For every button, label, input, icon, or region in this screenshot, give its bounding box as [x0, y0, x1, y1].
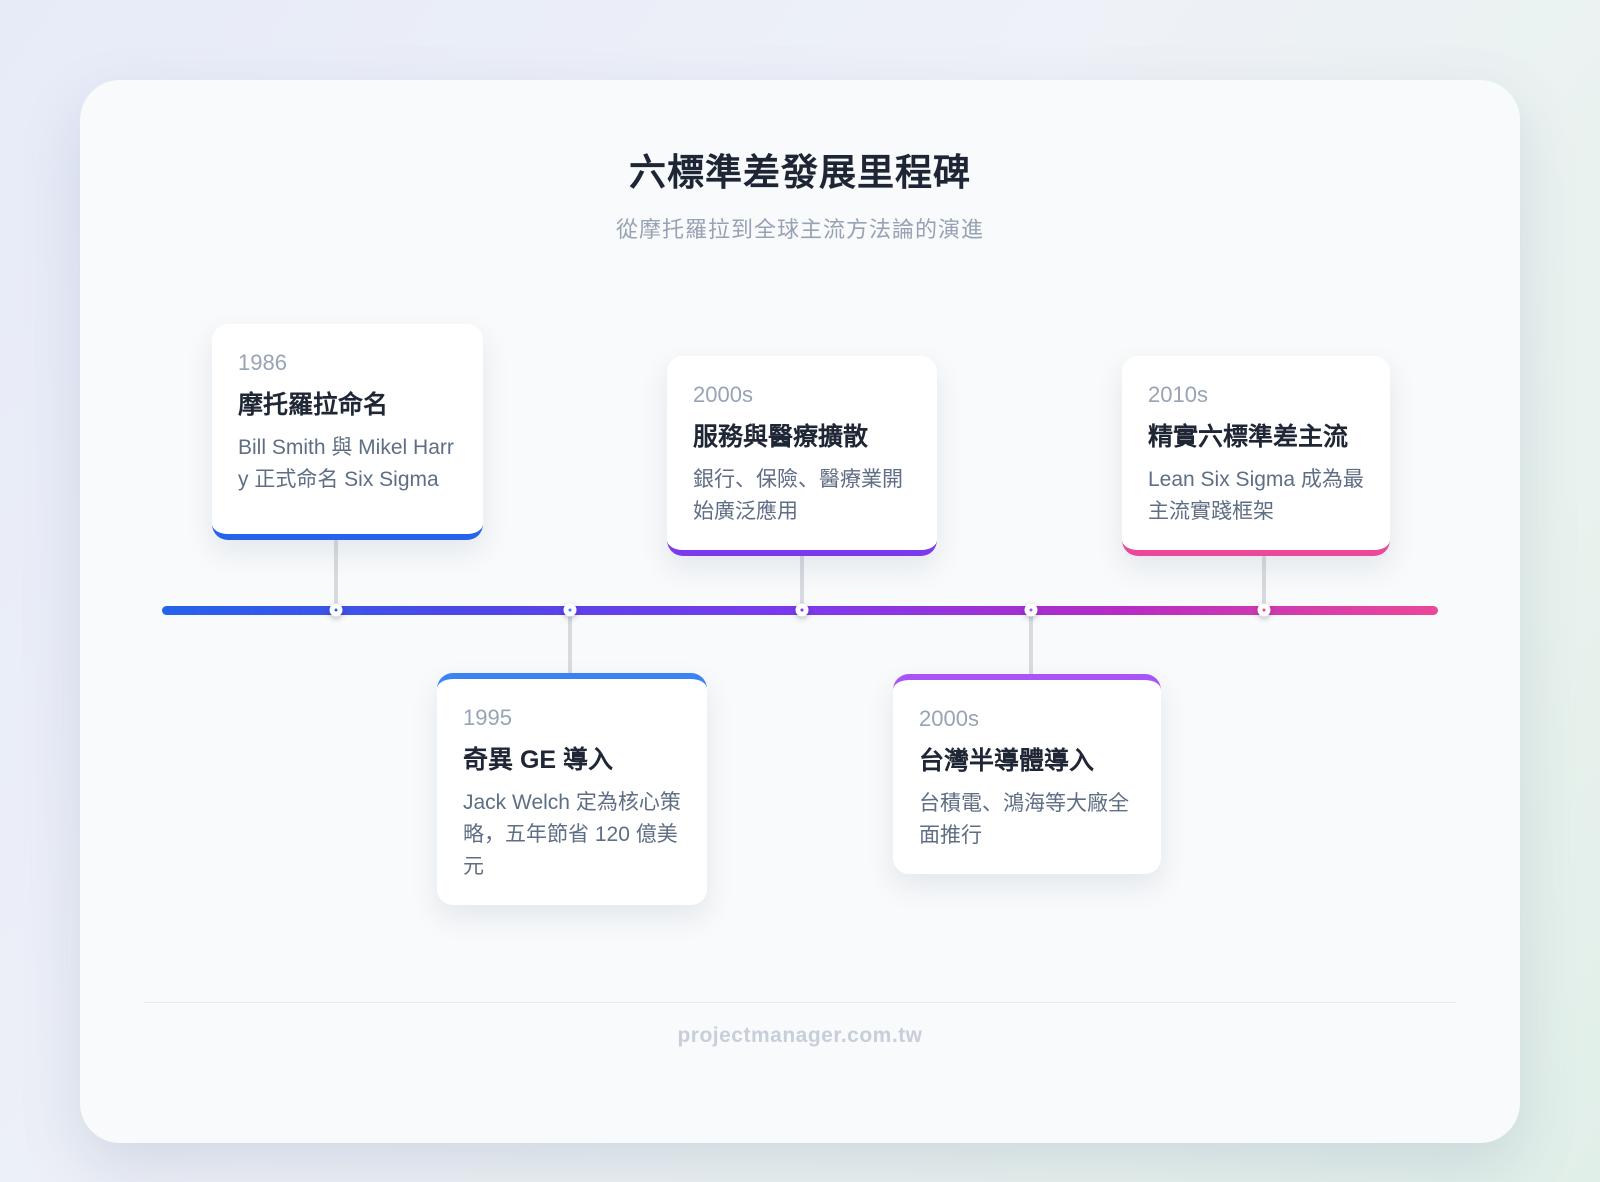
- footer-watermark: projectmanager.com.tw: [677, 1024, 923, 1047]
- timeline-connector: [1029, 610, 1033, 676]
- timeline-dot: [329, 603, 343, 617]
- event-year: 1995: [463, 705, 512, 730]
- page-subtitle: 從摩托羅拉到全球主流方法論的演進: [615, 217, 984, 242]
- event-title: 服務與醫療擴散: [693, 423, 869, 451]
- event-description: Bill Smith 與 Mikel Harry 正式命名 Six Sigma: [238, 436, 454, 491]
- event-title: 奇異 GE 導入: [463, 746, 614, 774]
- timeline-dot: [563, 603, 577, 617]
- infographic-panel: 六標準差發展里程碑 從摩托羅拉到全球主流方法論的演進 1986 摩托羅拉命名 B…: [80, 80, 1520, 1143]
- timeline-connector: [800, 539, 804, 610]
- event-year: 2000s: [919, 706, 979, 731]
- event-year: 2010s: [1148, 382, 1208, 407]
- event-card-2000s-taiwan: 2000s 台灣半導體導入 台積電、鴻海等大廠全面推行: [893, 674, 1161, 874]
- event-card-1986: 1986 摩托羅拉命名 Bill Smith 與 Mikel Harry 正式命…: [212, 324, 483, 540]
- timeline-dot: [1257, 603, 1271, 617]
- event-title: 台灣半導體導入: [919, 747, 1095, 775]
- event-card-1995: 1995 奇異 GE 導入 Jack Welch 定為核心策略，五年節省 120…: [437, 673, 707, 905]
- timeline-connector: [568, 610, 572, 676]
- event-year: 2000s: [693, 382, 753, 407]
- page-title: 六標準差發展里程碑: [629, 152, 971, 193]
- timeline: 1986 摩托羅拉命名 Bill Smith 與 Mikel Harry 正式命…: [80, 80, 1520, 1143]
- header: 六標準差發展里程碑 從摩托羅拉到全球主流方法論的演進: [80, 80, 1520, 244]
- event-card-2010s: 2010s 精實六標準差主流 Lean Six Sigma 成為最主流實踐框架: [1122, 356, 1390, 556]
- event-title: 精實六標準差主流: [1148, 423, 1349, 451]
- event-description: Lean Six Sigma 成為最主流實踐框架: [1148, 468, 1364, 523]
- timeline-connector: [1262, 540, 1266, 610]
- event-card-2000s-services: 2000s 服務與醫療擴散 銀行、保險、醫療業開始廣泛應用: [667, 356, 937, 556]
- timeline-dot: [1024, 603, 1038, 617]
- footer-divider: [144, 1002, 1456, 1003]
- event-title: 摩托羅拉命名: [238, 391, 389, 419]
- event-description: Jack Welch 定為核心策略，五年節省 120 億美元: [463, 791, 681, 878]
- timeline-dot: [795, 603, 809, 617]
- event-description: 台積電、鴻海等大廠全面推行: [919, 792, 1129, 847]
- event-description: 銀行、保險、醫療業開始廣泛應用: [693, 468, 903, 523]
- timeline-connector: [334, 540, 338, 610]
- event-year: 1986: [238, 350, 287, 375]
